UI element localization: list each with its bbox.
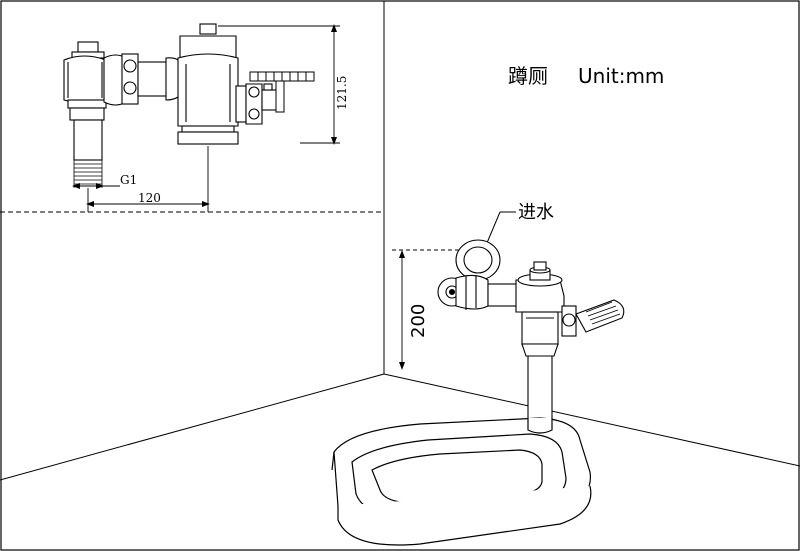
mount-dimension xyxy=(392,249,470,370)
pipe-thread xyxy=(73,159,103,188)
pedal-grip-lines xyxy=(585,301,621,325)
dimension-lines xyxy=(72,24,340,212)
thread-dimension-label: G1 xyxy=(120,173,137,187)
mount-height-label: 200 xyxy=(408,304,429,338)
flush-valve-icon xyxy=(63,23,279,188)
height-dimension-label: 121.5 xyxy=(335,76,349,110)
foot-pedal-icon xyxy=(249,71,315,113)
squat-toilet-icon xyxy=(331,417,592,546)
unit-label: Unit:mm xyxy=(578,64,664,88)
width-dimension-label: 120 xyxy=(138,191,161,205)
page-title: 蹲厕 xyxy=(508,64,548,88)
water-inlet-label: 进水 xyxy=(518,202,554,223)
valve-assembly-icon xyxy=(437,239,625,421)
